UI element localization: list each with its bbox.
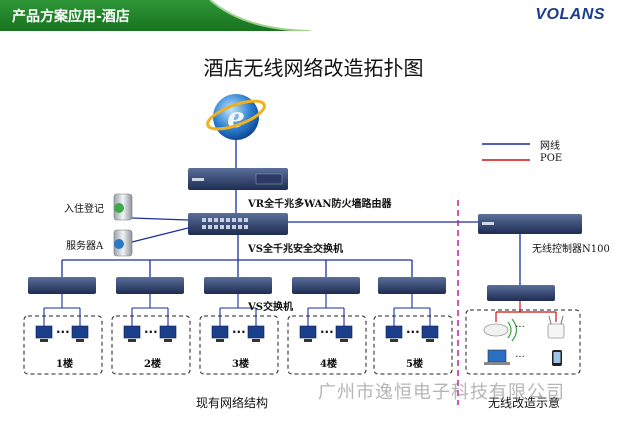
access-switch-4 [292,277,360,294]
server-checkin-label: 入住登记 [64,204,104,215]
diagram-title: 酒店无线网络改造拓扑图 [203,56,424,80]
access-switch-5 [378,277,446,294]
controller-label: 无线控制器N100 [532,244,610,255]
server-checkin-icon [113,193,133,221]
switch-pc-links [43,294,431,326]
floor-label-2: 2楼 [144,359,161,370]
svg-text:···: ··· [144,325,158,339]
header-title: 产品方案应用-酒店 [12,9,130,25]
pc-icons: ··· ··· ··· ··· ··· [35,325,439,342]
floor-label-4: 4楼 [320,359,337,370]
server-a-label: 服务器A [66,241,104,252]
floor-label-5: 5楼 [406,359,423,370]
volans-logo: VOLANS [535,6,605,23]
wireless-ap-panel-icon [547,315,565,339]
router-label: VR全千兆多WAN防火墙路由器 [248,199,392,210]
server-a-icon [113,229,133,257]
company-watermark: 广州市逸恒电子科技有限公司 [318,382,565,403]
legend-network-label: 网线 [540,141,560,152]
link-server-a [131,227,189,243]
svg-text:···: ··· [232,325,246,339]
wireless-ap-ceiling-icon [483,318,518,342]
svg-text:···: ··· [320,325,334,339]
laptop-icon [484,349,510,365]
router-device [188,168,288,190]
svg-text:···: ··· [406,325,420,339]
header-curve-decoration [209,0,627,31]
poe-links [495,301,557,322]
access-switch-3 [204,277,272,294]
smartphone-icon [552,350,562,366]
svg-text:···: ··· [515,352,525,363]
existing-network-label: 现有网络结构 [196,396,269,410]
svg-text:···: ··· [56,325,70,339]
svg-text:···: ··· [515,322,525,333]
header-bar: 产品方案应用-酒店 VOLANS [0,0,627,31]
floor-label-1: 1楼 [56,359,73,370]
bus-drops [61,260,413,277]
wireless-retrofit-label: 无线改造示意 [488,396,561,410]
access-switch-2 [116,277,184,294]
poe-switch-device [487,285,555,301]
wireless-controller-device [478,214,582,234]
floor-boxes [23,309,581,375]
access-switch-1 [28,277,96,294]
link-server-checkin [131,217,189,221]
access-switch-label: VS交换机 [248,302,293,313]
internet-globe-icon: e [206,94,266,140]
floor-label-3: 3楼 [232,359,249,370]
core-switch-device [188,213,288,235]
core-switch-label: VS全千兆安全交换机 [248,244,343,255]
legend-poe-label: POE [540,153,563,164]
